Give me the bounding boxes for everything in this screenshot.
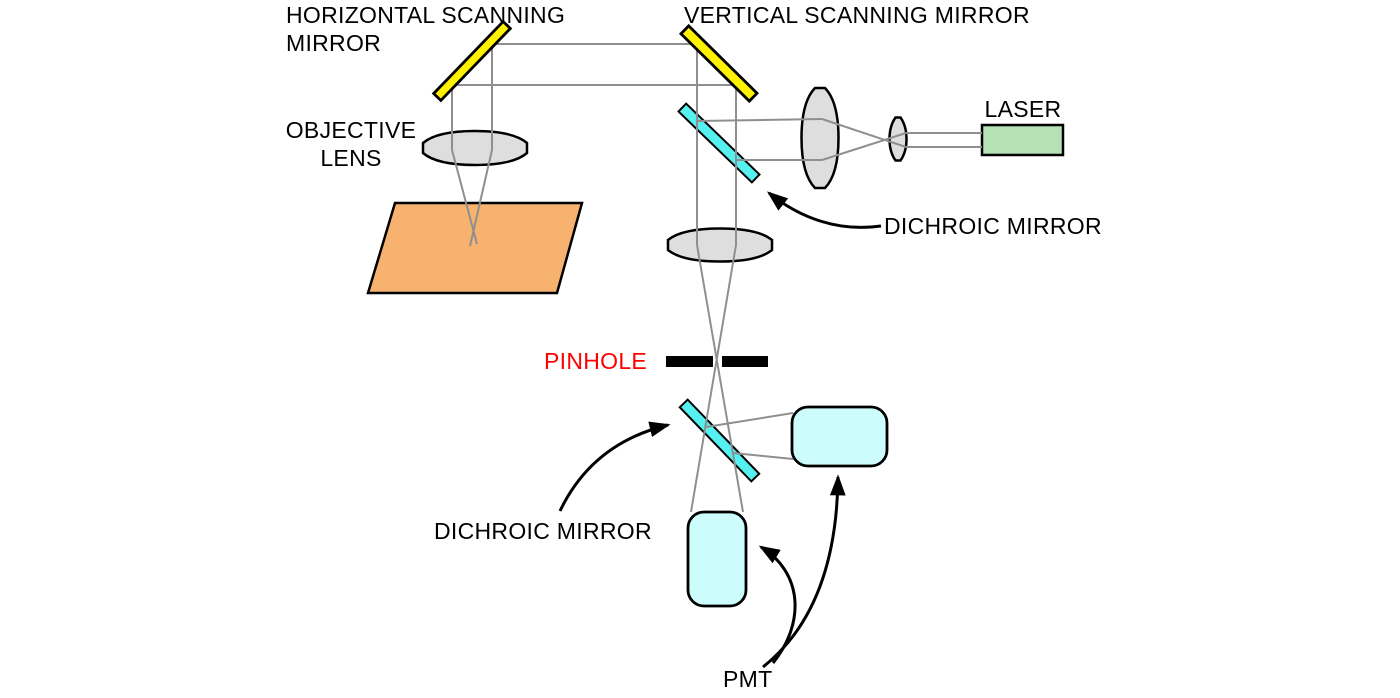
dichroic-mirror-bottom-label: DICHROIC MIRROR bbox=[434, 518, 652, 544]
arrow-to-dichroic-top bbox=[766, 191, 882, 229]
arrow-to-pmt-right bbox=[762, 474, 846, 669]
pinhole-plate-right bbox=[722, 356, 768, 367]
pinhole-aperture bbox=[666, 356, 768, 367]
beam-expander-lens-large bbox=[800, 86, 840, 190]
pmt-label: PMT bbox=[723, 666, 773, 692]
pinhole-plate-left bbox=[666, 356, 713, 367]
specimen-slide bbox=[366, 201, 584, 295]
objective-lens-label-line1: OBJECTIVE bbox=[285, 117, 417, 143]
vertical-scanning-mirror-label: VERTICAL SCANNING MIRROR bbox=[684, 2, 1030, 28]
scanning-mirror-group bbox=[431, 19, 760, 104]
arrow-to-pmt-bottom bbox=[758, 545, 797, 664]
dichroic-group bbox=[677, 102, 761, 483]
pinhole-label: PINHOLE bbox=[544, 348, 648, 374]
beam-segment bbox=[821, 132, 907, 161]
objective-lens bbox=[421, 129, 529, 167]
pmt-detector-right bbox=[790, 405, 889, 468]
beam-path bbox=[451, 43, 982, 513]
laser-box bbox=[980, 123, 1065, 157]
horizontal-scanning-mirror-label-line1: HORIZONTAL SCANNING bbox=[286, 2, 566, 28]
beam-segment bbox=[690, 244, 737, 513]
tube-lens bbox=[666, 227, 774, 263]
horizontal-scanning-mirror bbox=[431, 19, 513, 103]
pmt-detector-bottom bbox=[686, 510, 748, 608]
laser-label: LASER bbox=[984, 96, 1062, 122]
beam-segment bbox=[705, 412, 794, 428]
horizontal-scanning-mirror-label: HORIZONTAL SCANNING MIRROR bbox=[286, 1, 565, 57]
beam-segment bbox=[696, 244, 744, 513]
horizontal-scanning-mirror-label-line2: MIRROR bbox=[286, 30, 382, 56]
beam-segment bbox=[451, 149, 478, 245]
beam-segment bbox=[696, 118, 823, 122]
annotation-arrows bbox=[558, 191, 882, 669]
pmt-group bbox=[686, 405, 889, 608]
beam-segment bbox=[821, 118, 907, 148]
dichroic-mirror-top-label: DICHROIC MIRROR bbox=[884, 213, 1102, 239]
objective-lens-label-line2: LENS bbox=[320, 145, 382, 171]
beam-expander-lens-small bbox=[888, 116, 908, 162]
arrow-to-dichroic-bottom bbox=[558, 421, 671, 512]
lens-group bbox=[421, 86, 908, 263]
beam-segment bbox=[732, 452, 794, 460]
objective-lens-label: OBJECTIVE LENS bbox=[280, 116, 422, 172]
vertical-scanning-mirror bbox=[678, 23, 760, 104]
dichroic-mirror-bottom bbox=[678, 398, 761, 483]
dichroic-mirror-top bbox=[677, 102, 761, 184]
